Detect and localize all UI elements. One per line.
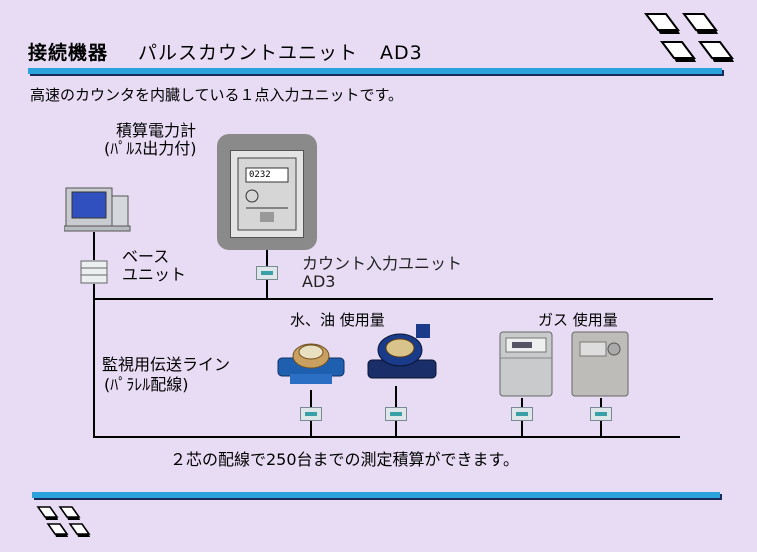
count-unit-oil xyxy=(385,407,407,421)
count-unit-label-2: AD3 xyxy=(302,272,336,291)
gas-label: ガス 使用量 xyxy=(538,311,618,329)
footer-note: ２芯の配線で250台までの測定積算ができます。 xyxy=(170,450,519,469)
line-label-1: 監視用伝送ライン xyxy=(102,355,231,374)
title-category: 接続機器 xyxy=(28,42,109,64)
logo-icon xyxy=(644,13,734,62)
count-unit-water xyxy=(300,407,322,421)
wire-water-unit xyxy=(310,390,312,407)
gas-meter-icon-2 xyxy=(571,331,629,397)
base-unit-icon xyxy=(80,260,108,284)
meter-label: 積算電力計 xyxy=(116,122,196,140)
page-title: 接続機器 パルスカウントユニット AD3 xyxy=(28,38,423,65)
title-model: AD3 xyxy=(380,42,423,64)
wire-meter-drop xyxy=(266,250,268,266)
title-product: パルスカウントユニット xyxy=(138,42,359,64)
meter-label-sub: (ﾊﾟﾙｽ出力付) xyxy=(104,140,197,158)
meter-face-icon xyxy=(237,157,297,231)
count-unit-icon xyxy=(256,266,278,280)
count-unit-label-1: カウント入力ユニット xyxy=(302,254,463,273)
header-divider xyxy=(28,68,722,74)
wire-gas1-bus xyxy=(521,421,523,436)
meter-label-line2: (ﾊﾟﾙｽ出力付) xyxy=(104,139,197,158)
wire-pc-to-base xyxy=(93,232,95,260)
gas-meter-icon-1 xyxy=(499,331,553,397)
water-label: 水、油 使用量 xyxy=(290,311,385,329)
footer-logo-icon xyxy=(36,506,91,537)
description-text: 高速のカウンタを内臓している１点入力ユニットです。 xyxy=(30,86,404,104)
oil-meter-icon xyxy=(367,324,437,379)
base-unit-label-2: ユニット xyxy=(122,265,187,284)
count-unit-gas-2 xyxy=(590,407,612,421)
line-label-2: (ﾊﾟﾗﾚﾙ配線) xyxy=(104,375,189,394)
wire-lower-bus xyxy=(93,436,680,438)
wire-gas2-bus xyxy=(600,421,602,436)
wire-water-bus xyxy=(310,421,312,436)
wire-meter-unit xyxy=(266,280,268,298)
wire-upper-bus xyxy=(93,298,713,300)
wire-oil-unit xyxy=(395,386,397,407)
count-unit-gas-1 xyxy=(511,407,533,421)
meter-display: 0232 xyxy=(249,170,271,180)
wire-gas1-unit xyxy=(521,398,523,407)
base-unit-label-1: ベース xyxy=(122,247,170,266)
wire-gas2-unit xyxy=(600,398,602,407)
wire-main-vertical xyxy=(93,284,95,438)
water-meter-icon xyxy=(277,343,345,384)
computer-icon xyxy=(64,187,131,232)
meter-label-line1: 積算電力計 xyxy=(116,121,197,140)
footer-divider xyxy=(32,492,720,498)
wire-oil-bus xyxy=(395,421,397,436)
